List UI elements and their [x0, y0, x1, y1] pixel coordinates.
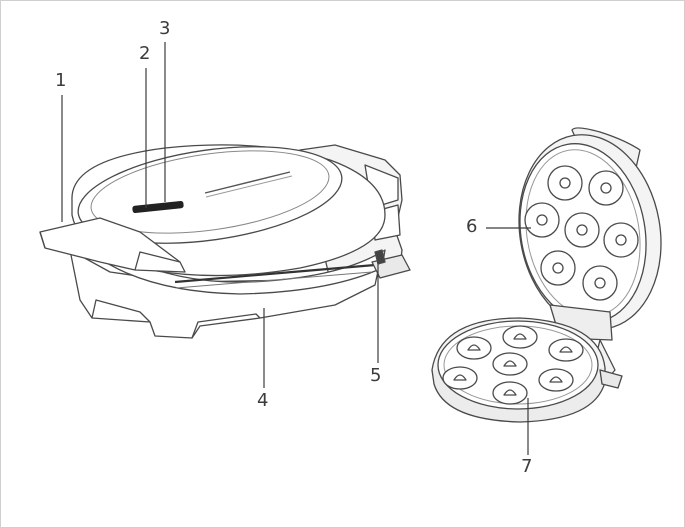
- leader-lines: [61, 42, 531, 455]
- callout-7: 7: [521, 456, 533, 477]
- callout-1: 1: [55, 70, 67, 91]
- callout-5: 5: [370, 365, 382, 386]
- upper-donut-wells: [524, 165, 639, 301]
- callout-3: 3: [159, 18, 171, 39]
- callout-2: 2: [139, 43, 151, 64]
- callout-6: 6: [466, 216, 478, 237]
- lower-donut-wells: [442, 325, 584, 405]
- open-donut-maker: [431, 127, 662, 423]
- callout-4: 4: [257, 390, 269, 411]
- closed-donut-maker: [39, 144, 411, 339]
